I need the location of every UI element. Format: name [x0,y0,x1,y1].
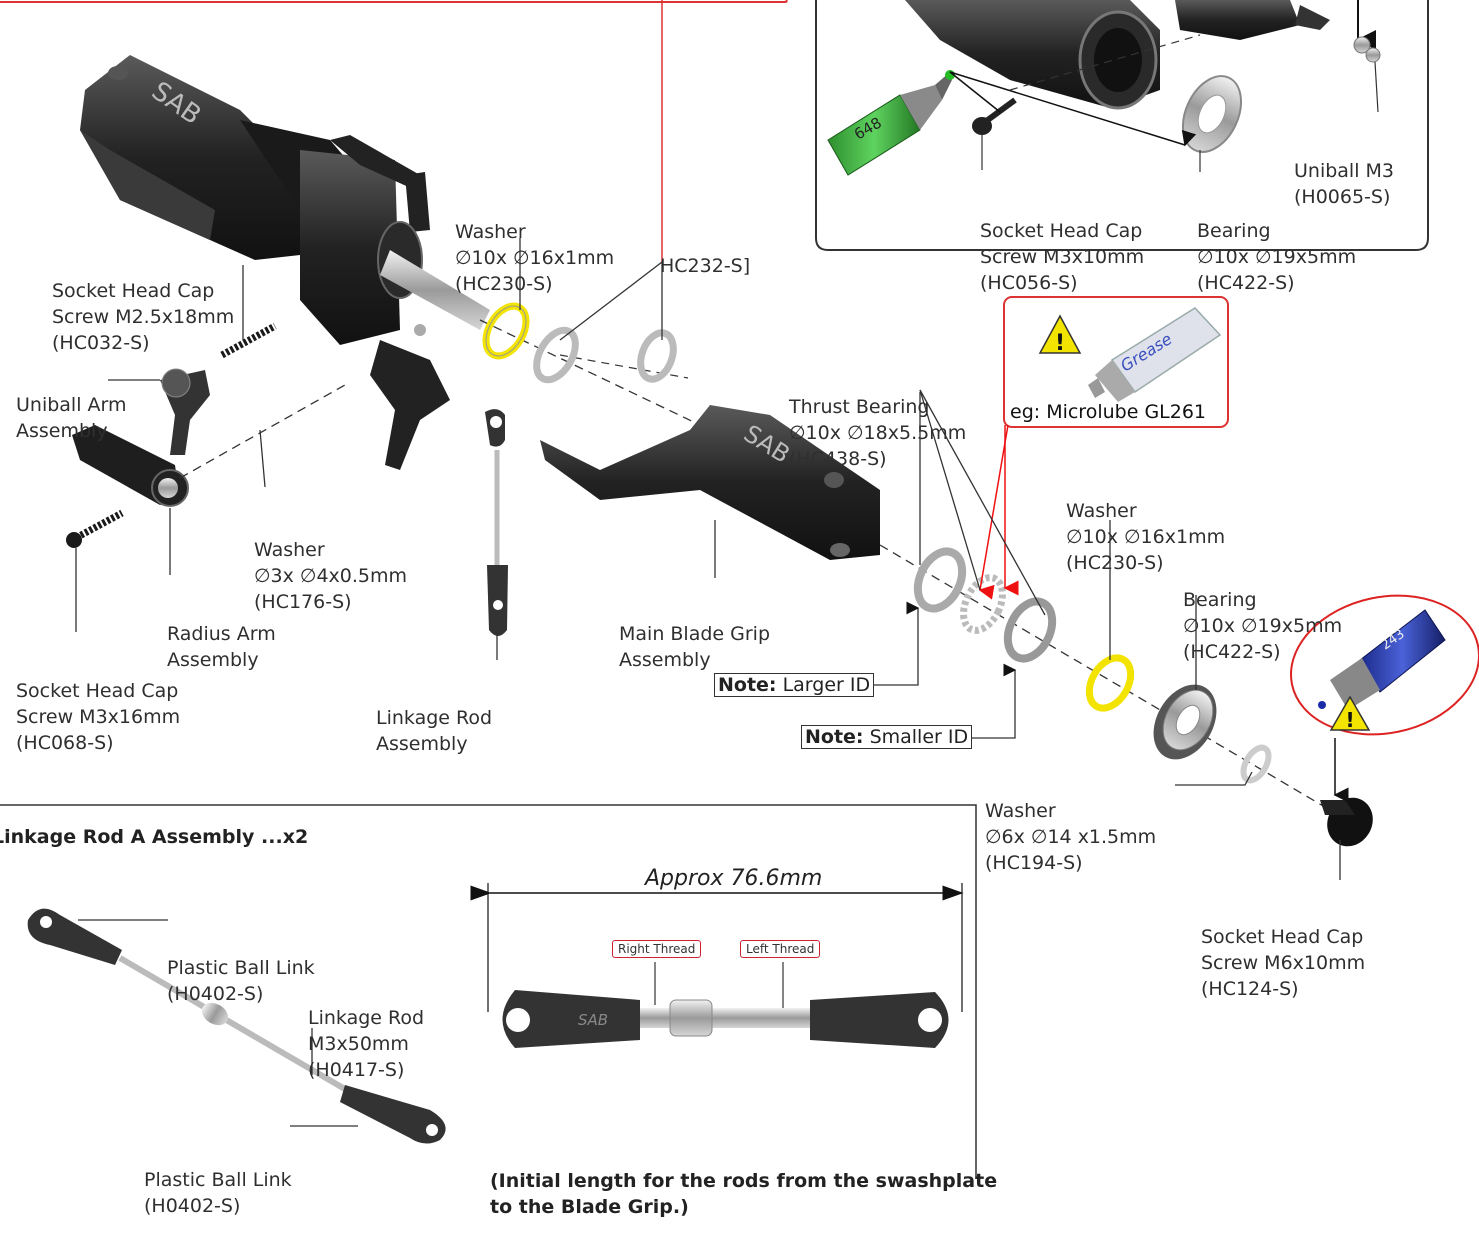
label-bearing-top: Bearing∅10x ∅19x5mm(HC422-S) [1197,220,1357,294]
grease-box [1003,296,1229,428]
thrust-cage [960,574,1006,634]
label-uniball-m3: Uniball M3(H0065-S) [1294,160,1395,208]
grease-arrow-1 [978,424,1009,600]
washer-hc194 [1240,744,1272,784]
thrust-washer-1 [913,547,967,613]
inset-bearing [1181,75,1243,153]
label-washer-hc230-top: Washer∅10x ∅16x1mm(HC230-S) [455,221,615,295]
inset-box-frame [815,0,1429,251]
uniball-arm [160,368,210,455]
washer-hc232-b [637,329,677,383]
warning-icon-grease: ! [1038,314,1082,356]
left-thread-tag: Left Thread [740,940,821,958]
label-plastic-ball-link-top: Plastic Ball Link(H0402-S) [167,957,315,1005]
inset-grip-body [905,0,1330,110]
right-thread-tag: Right Thread [612,940,702,958]
note-larger-id: Note: Larger ID [714,673,875,697]
svg-text:!: ! [1055,331,1065,356]
axis-hc232 [559,354,689,379]
linkage-rod-vertical [485,409,508,636]
screw-m3x16 [70,509,124,544]
thrust-washer-2 [1003,597,1057,663]
axis-right [879,544,1331,811]
label-washer-hc194: Washer∅6x ∅14 x1.5mm(HC194-S) [985,800,1157,874]
linkage-box-frame [0,804,977,1179]
radius-arm [72,425,189,507]
blue-threadlock-ring [1290,594,1479,736]
linkage-rod-straight [502,990,949,1048]
linkage-leaders [78,919,358,1127]
svg-text:!: ! [1345,708,1354,732]
top-red-frame [0,0,788,3]
label-plastic-ball-link-bottom: Plastic Ball Link(H0402-S) [144,1169,292,1217]
bearing-right [1153,684,1217,760]
linkage-caption: (Initial length for the rods from the sw… [490,1170,998,1218]
label-thrust-bearing: Thrust Bearing∅10x ∅18x5.5mm(HC438-S) [789,396,967,470]
label-bearing-right: Bearing∅10x ∅19x5mm(HC422-S) [1183,589,1343,663]
note-smaller-id: Note: Smaller ID [801,725,973,749]
grease-tube [1088,307,1222,402]
hub-center [300,135,490,345]
rod-brand-text: SAB [578,1011,608,1029]
linkage-rod-diagonal [27,908,446,1144]
assembly-diagram: 648 SAB [0,0,1479,1179]
green-threadlock-bottle [827,70,955,176]
inset-axis [1009,34,1201,91]
leader-lines [75,238,1341,880]
label-washer-hc230-right: Washer∅10x ∅16x1mm(HC230-S) [1066,500,1226,574]
grease-example-text: eg: Microlube GL261 [1010,401,1207,423]
inset-leader-1 [949,71,1197,147]
arm-right-of-hub [370,324,450,470]
screw-m25 [220,322,277,359]
inset-screw [972,97,1017,135]
screw-m6 [1320,797,1373,847]
label-washer-hc176: Washer∅3x ∅4x0.5mm(HC176-S) [254,539,408,613]
axis-left [179,384,346,479]
main-blade-grip [540,405,880,560]
axis-main [479,319,701,426]
dimension-approx: Approx 76.6mm [645,866,823,891]
blue-threadlock-bottle [1318,609,1446,710]
label-hc232: HC232-S] [660,255,751,277]
warning-icon-blue: ! [1329,695,1371,732]
inset-leader-2 [949,71,1001,113]
inset-uniball [1353,0,1381,63]
washer-hc232-a [533,326,579,384]
washer-yellow-right [1085,654,1135,712]
linkage-box-title: Linkage Rod A Assembly ...x2 [0,826,309,848]
